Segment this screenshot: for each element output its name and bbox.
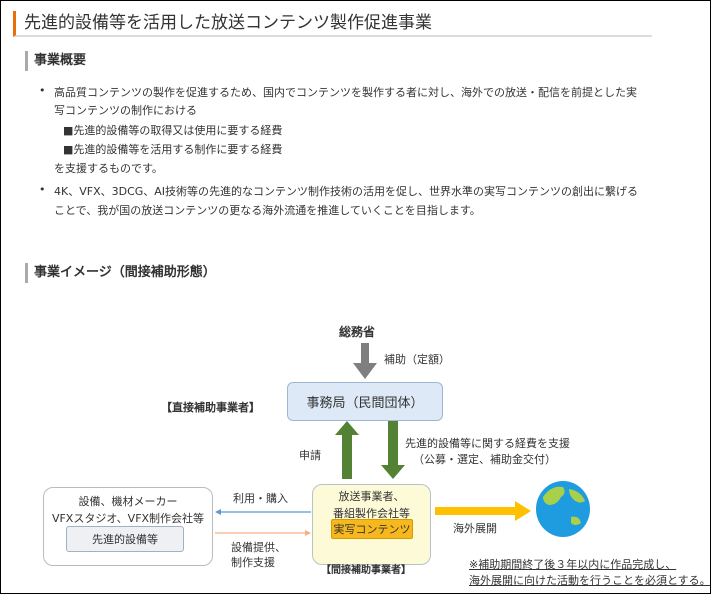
section-heading-overview: 事業概要: [25, 51, 86, 71]
indirect-subsidy-label: 【間接補助事業者】: [321, 565, 411, 576]
secretariat-box: 事務局（民間団体）: [287, 382, 443, 421]
overseas-label: 海外展開: [453, 522, 497, 535]
arrow-up-green-icon: [335, 421, 359, 479]
arrow-right-yellow-icon: [435, 501, 531, 521]
arrow-down-green-icon: [381, 421, 405, 479]
support-line1: 先進的設備等に関する経費を支援: [405, 437, 570, 450]
broadcaster-box: 放送事業者、 番組製作会社等 実写コンテンツ: [312, 484, 431, 565]
bullet1-line3: を支援するものです。: [54, 162, 163, 175]
broadcaster-line2: 番組製作会社等: [333, 507, 410, 520]
section-heading-image: 事業イメージ（間接補助形態）: [25, 263, 216, 283]
broadcaster-line1: 放送事業者、: [338, 490, 405, 503]
maker-box: 設備、機材メーカー VFXスタジオ、VFX制作会社等 先進的設備等: [43, 487, 213, 566]
flow-arrows: [215, 509, 311, 536]
maker-line1: 設備、機材メーカー: [78, 495, 178, 508]
note-line2: 海外展開に向けた活動を行うことを必須とする。: [469, 574, 711, 587]
bullet2-line1: 4K、VFX、3DCG、AI技術等の先進的なコンテンツ制作技術の活用を促し、世界…: [54, 185, 639, 198]
page-title: 先進的設備等を活用した放送コンテンツ製作促進事業: [13, 11, 652, 37]
globe-icon: [536, 481, 590, 537]
maker-line2: VFXスタジオ、VFX制作会社等: [51, 512, 205, 525]
apply-label: 申請: [299, 449, 321, 462]
note-line1: ※補助期間終了後３年以内に作品完成し、: [469, 558, 677, 571]
equipment-box: 先進的設備等: [66, 526, 184, 552]
provide-line1: 設備提供、: [231, 541, 286, 554]
bullet1-item2: ■先進的設備等を活用する制作に要する経費: [63, 143, 283, 156]
bullet-dot: •: [39, 183, 46, 196]
use-label: 利用・購入: [233, 492, 288, 505]
subsidy-label: 補助（定額）: [384, 353, 450, 366]
direct-subsidy-label: 【直接補助事業者】: [161, 401, 260, 414]
bullet2-line2: ことで、我が国の放送コンテンツの更なる海外流通を推進していくことを目指します。: [54, 204, 481, 217]
provide-line2: 制作支援: [231, 556, 275, 569]
bullet1-item1: ■先進的設備等の取得又は使用に要する経費: [63, 124, 283, 137]
arrow-down-gray-icon: [353, 343, 377, 379]
bullet1-line1: 高品質コンテンツの製作を促進するため、国内でコンテンツを製作する者に対し、海外で…: [54, 86, 637, 99]
content-box: 実写コンテンツ: [331, 519, 413, 539]
bullet-dot: •: [39, 84, 46, 97]
bullet1-line2: 写コンテンツの制作における: [54, 104, 197, 117]
ministry-label: 総務省: [339, 325, 376, 339]
support-line2: （公募・選定、補助金交付）: [413, 453, 556, 466]
